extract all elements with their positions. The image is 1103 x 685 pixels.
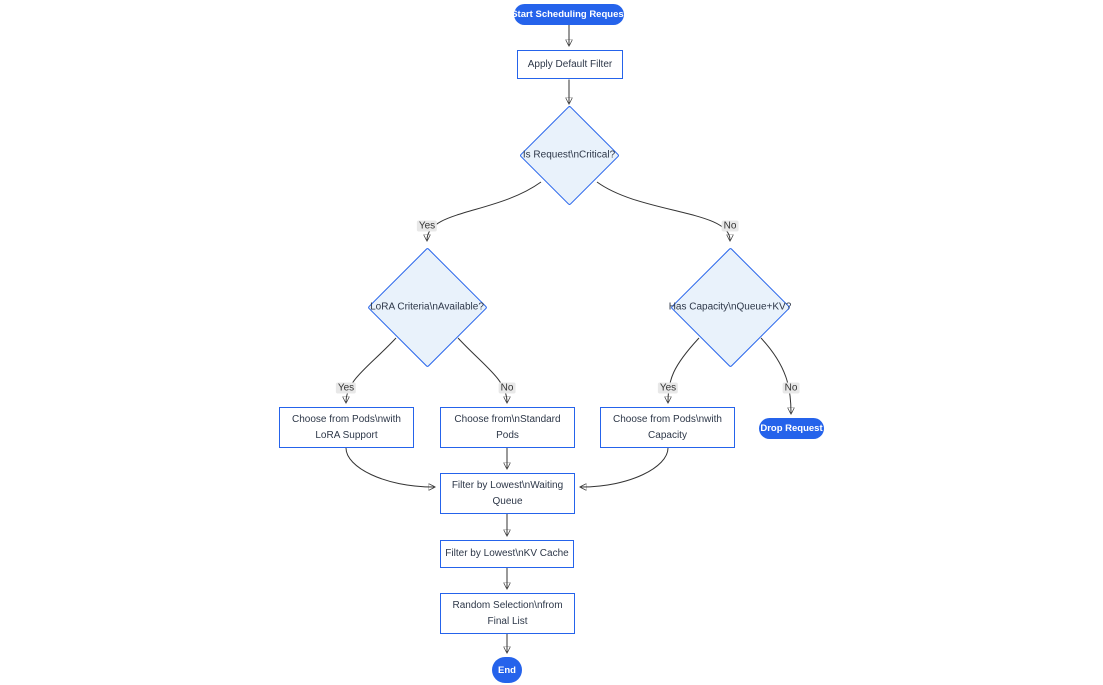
edge-capacity-pods-to-filter-queue <box>581 447 669 487</box>
node-filter-waiting-queue: Filter by Lowest\nWaiting Queue <box>440 473 575 514</box>
node-end-label: End <box>498 664 516 676</box>
node-choose-standard-pods: Choose from\nStandard Pods <box>440 407 575 448</box>
edge-label-critical-no: No <box>721 220 739 232</box>
edge-lora-yes-to-lora-pods <box>346 337 397 402</box>
edge-label-critical-yes: Yes <box>416 220 438 232</box>
node-random-selection: Random Selection\nfrom Final List <box>440 593 575 634</box>
edge-capacity-no-to-drop <box>760 337 791 413</box>
node-random-selection-line1: Random Selection\nfrom <box>452 600 563 611</box>
edge-label-capacity-no: No <box>782 382 800 394</box>
node-apply-default-filter: Apply Default Filter <box>517 50 623 79</box>
node-start: Start Scheduling Request <box>511 4 627 25</box>
edge-lora-pods-to-filter-queue <box>345 447 434 487</box>
node-filter-kv-cache: Filter by Lowest\nKV Cache <box>440 540 574 568</box>
node-choose-standard-pods-line2: Pods <box>496 429 519 441</box>
edge-critical-yes-to-lora <box>427 181 542 240</box>
edge-label-capacity-yes: Yes <box>657 382 679 394</box>
node-choose-lora-pods-line1: Choose from Pods\nwith <box>292 414 401 425</box>
node-filter-kv-cache-label: Filter by Lowest\nKV Cache <box>445 548 569 560</box>
edge-label-lora-yes: Yes <box>335 382 357 394</box>
node-choose-capacity-pods-line1: Choose from Pods\nwith <box>613 414 722 425</box>
edge-lora-no-to-standard-pods <box>457 337 507 402</box>
node-filter-waiting-queue-line2: Queue <box>492 495 523 507</box>
node-end: End <box>492 657 522 683</box>
decision-is-request-critical-label: Is Request\nCritical? <box>522 149 616 161</box>
node-start-label: Start Scheduling Request <box>511 9 627 20</box>
node-choose-lora-pods-line2: LoRA Support <box>315 429 378 441</box>
node-choose-capacity-pods: Choose from Pods\nwith Capacity <box>600 407 735 448</box>
decision-lora-criteria-label: LoRA Criteria\nAvailable? <box>370 301 484 313</box>
node-drop-request: Drop Request <box>759 418 824 439</box>
edge-critical-no-to-capacity <box>596 181 730 240</box>
node-choose-capacity-pods-line2: Capacity <box>648 429 687 441</box>
edge-capacity-yes-to-capacity-pods <box>668 337 700 402</box>
node-apply-default-filter-label: Apply Default Filter <box>527 58 613 70</box>
node-choose-standard-pods-line1: Choose from\nStandard <box>454 414 561 425</box>
edge-label-lora-no: No <box>498 382 516 394</box>
node-drop-request-label: Drop Request <box>760 423 823 434</box>
node-random-selection-line2: Final List <box>487 615 528 627</box>
node-choose-lora-pods: Choose from Pods\nwith LoRA Support <box>279 407 414 448</box>
decision-has-capacity-label: Has Capacity\nQueue+KV? <box>668 301 792 313</box>
node-filter-waiting-queue-line1: Filter by Lowest\nWaiting <box>451 480 564 491</box>
